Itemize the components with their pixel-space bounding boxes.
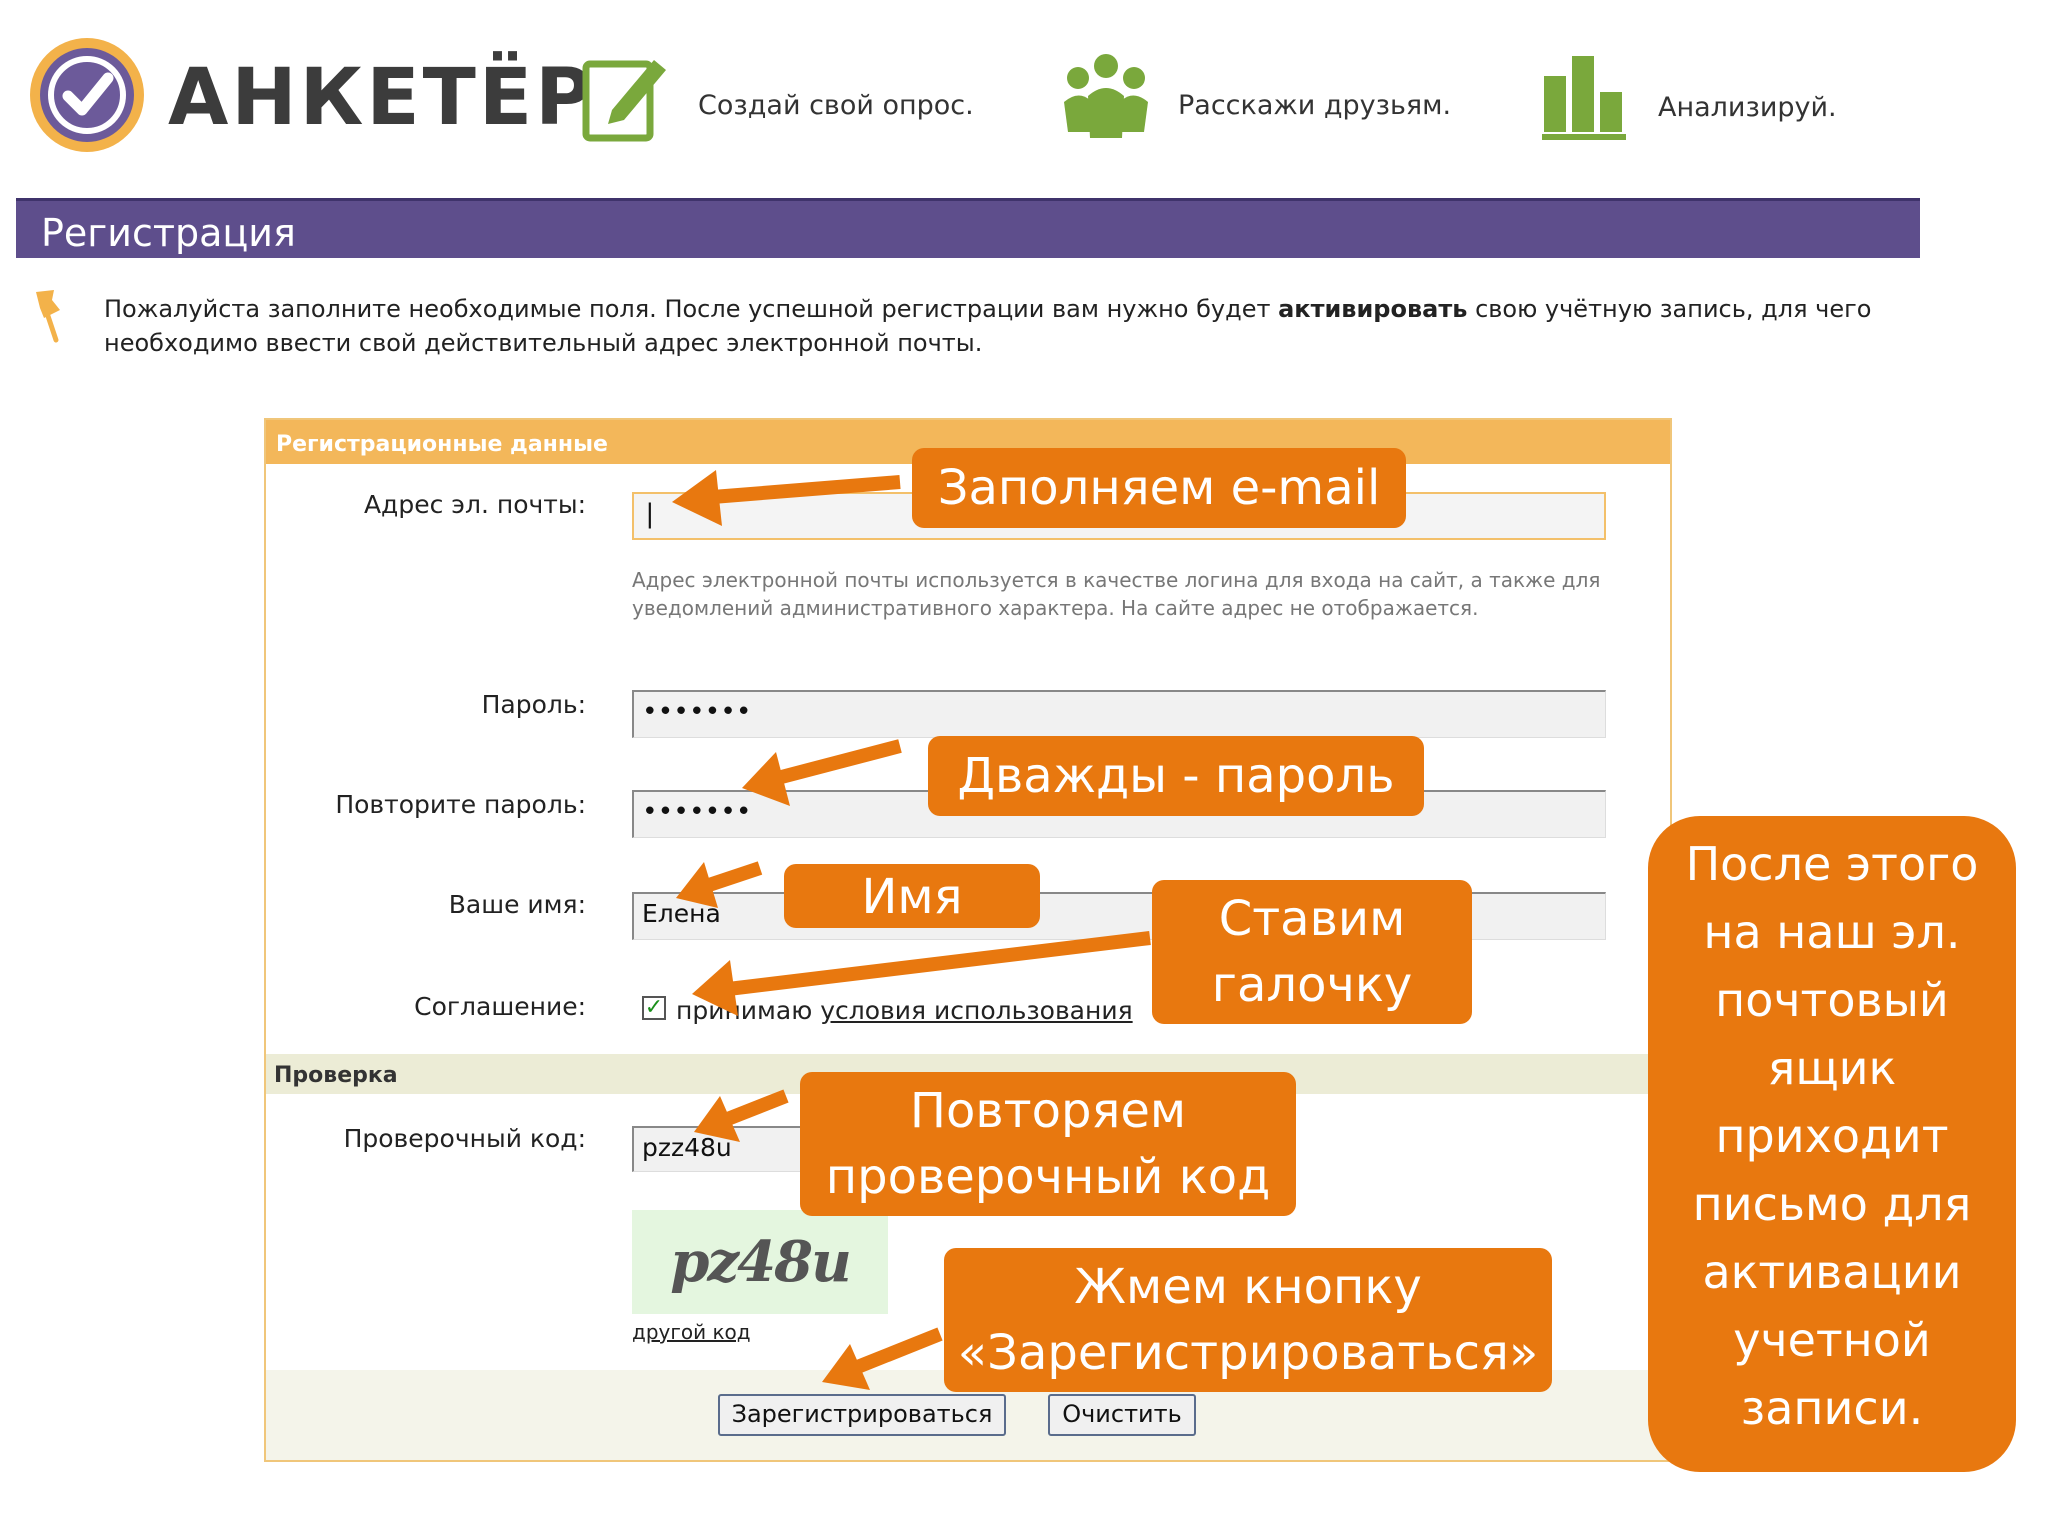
callout-button: Жмем кнопку«Зарегистрироваться» bbox=[944, 1248, 1552, 1392]
email-hint-text: Адрес электронной почты используется в к… bbox=[632, 568, 1601, 620]
edit-icon bbox=[582, 52, 670, 142]
pin-icon bbox=[28, 288, 68, 344]
callout-email: Заполняем e-mail bbox=[912, 448, 1406, 528]
agreement-label: Соглашение: bbox=[414, 992, 586, 1021]
password-repeat-label: Повторите пароль: bbox=[335, 790, 586, 819]
step-create-text: Создай свой опрос. bbox=[698, 90, 974, 121]
page-title-bar: Регистрация bbox=[16, 198, 1920, 258]
page-title: Регистрация bbox=[41, 211, 296, 255]
callout-password: Дважды - пароль bbox=[928, 736, 1424, 816]
email-label: Адрес эл. почты: bbox=[363, 490, 586, 519]
callout-after-registration: После этого на наш эл. почтовый ящик при… bbox=[1648, 816, 2016, 1472]
password-label: Пароль: bbox=[481, 690, 586, 719]
code-label: Проверочный код: bbox=[343, 1124, 586, 1153]
name-label: Ваше имя: bbox=[448, 890, 586, 919]
step-share-text: Расскажи друзьям. bbox=[1178, 90, 1452, 121]
brand-logo-text: АНКЕТЁР bbox=[168, 53, 596, 143]
other-code-link[interactable]: другой код bbox=[632, 1320, 751, 1344]
terms-link[interactable]: условия использования bbox=[820, 996, 1133, 1025]
callout-name: Имя bbox=[784, 864, 1040, 928]
step-analyze-text: Анализируй. bbox=[1658, 92, 1837, 123]
agreement-checkbox[interactable]: ✓ bbox=[642, 996, 666, 1020]
bar-chart-icon bbox=[1540, 52, 1628, 142]
clear-button[interactable]: Очистить bbox=[1048, 1394, 1196, 1436]
captcha-image: pz48u bbox=[632, 1210, 888, 1314]
people-icon bbox=[1062, 52, 1150, 142]
intro-text: Пожалуйста заполните необходимые поля. П… bbox=[104, 295, 1872, 357]
register-button[interactable]: Зарегистрироваться bbox=[718, 1394, 1006, 1436]
agreement-text: принимаю условия использования bbox=[676, 996, 1133, 1025]
logo-icon bbox=[30, 38, 144, 152]
